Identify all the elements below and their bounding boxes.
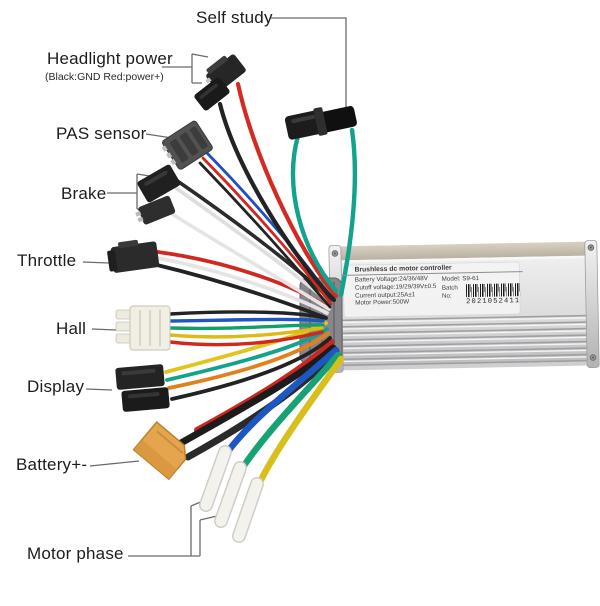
controller-model-batch: Model: S9-61 Batch No: 2021052411 [440, 273, 521, 306]
throttle-connector [107, 239, 160, 273]
label-pas: PAS sensor [56, 124, 147, 143]
label-self-study: Self study [196, 8, 273, 27]
controller-specs: Battery Voltage:24/36/48V Cutoff voltage… [342, 275, 440, 309]
leader-motor-phase [128, 500, 218, 557]
controller-spec-label: Brushless dc motor controller Battery Vo… [341, 261, 523, 319]
leader-hall [91, 328, 117, 331]
self-study-wires [290, 127, 358, 298]
label-display: Display [27, 377, 85, 396]
controller-edge-highlight [333, 255, 596, 263]
model-value: S9-61 [462, 274, 480, 283]
pas-connector [161, 120, 213, 170]
controller-fins [336, 314, 596, 367]
leader-lines [82, 17, 347, 557]
leader-self-study [271, 17, 347, 110]
controller-box [328, 240, 600, 373]
headlight-wires [217, 81, 339, 303]
controller-top-surface [332, 241, 596, 262]
leader-headlight [162, 53, 209, 84]
leader-throttle [82, 261, 110, 264]
headlight-connectors [194, 54, 246, 111]
controller-bottom-edge [335, 361, 598, 371]
label-headlight: Headlight power [47, 49, 173, 68]
label-hall: Hall [56, 319, 87, 338]
self-study-connector [284, 106, 357, 140]
batch-barcode [465, 283, 521, 298]
display-connectors [115, 364, 170, 412]
label-motor-phase: Motor phase [27, 544, 124, 563]
brake-connectors [135, 164, 181, 225]
controller-endcap-right [584, 240, 600, 368]
batch-number: 2021052411 [466, 296, 521, 307]
hall-wires [168, 310, 326, 347]
model-label: Model: [441, 275, 461, 283]
leader-display [85, 388, 113, 391]
spec-motor-power: Motor Power:500W [355, 298, 410, 307]
leader-brake [107, 173, 157, 211]
label-battery: Battery+- [16, 455, 88, 474]
xt60-connector [132, 421, 187, 481]
label-brake: Brake [61, 184, 107, 203]
leader-battery [89, 460, 140, 467]
motor-phase-wires [222, 346, 345, 490]
label-throttle: Throttle [17, 251, 77, 270]
wire-harness [155, 81, 358, 490]
hall-connector [115, 305, 171, 351]
label-headlight-sub: (Black:GND Red:power+) [45, 71, 164, 83]
motor-phase-sleeves [199, 445, 264, 543]
batch-label: Batch No: [441, 284, 458, 300]
